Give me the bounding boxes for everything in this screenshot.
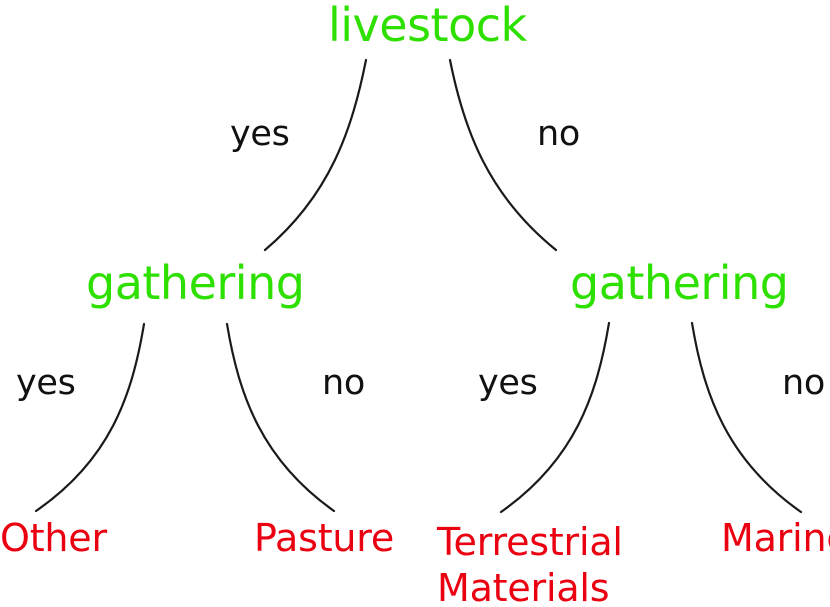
edge-label-right-no: no — [782, 363, 825, 403]
edge-label-root-no: no — [537, 114, 580, 154]
edge-root-no — [448, 58, 558, 252]
edge-root-yes — [263, 58, 368, 252]
edge-label-left-yes: yes — [16, 363, 76, 403]
edge-right-no — [690, 321, 803, 514]
decision-node-gathering-right[interactable]: gathering — [570, 256, 789, 310]
edge-label-right-yes: yes — [478, 363, 538, 403]
edge-left-yes — [34, 322, 146, 513]
edge-label-root-yes: yes — [230, 114, 290, 154]
edge-right-yes — [499, 321, 611, 514]
leaf-node-pasture[interactable]: Pasture — [254, 516, 395, 560]
leaf-node-other[interactable]: Other — [0, 516, 107, 560]
decision-node-livestock[interactable]: livestock — [328, 0, 527, 52]
leaf-node-terrestrial-materials[interactable]: Terrestrial Materials — [437, 520, 623, 607]
edge-label-left-no: no — [322, 363, 365, 403]
edge-left-no — [225, 322, 336, 513]
leaf-node-marine[interactable]: Marine — [721, 516, 830, 560]
decision-node-gathering-left[interactable]: gathering — [86, 256, 305, 310]
